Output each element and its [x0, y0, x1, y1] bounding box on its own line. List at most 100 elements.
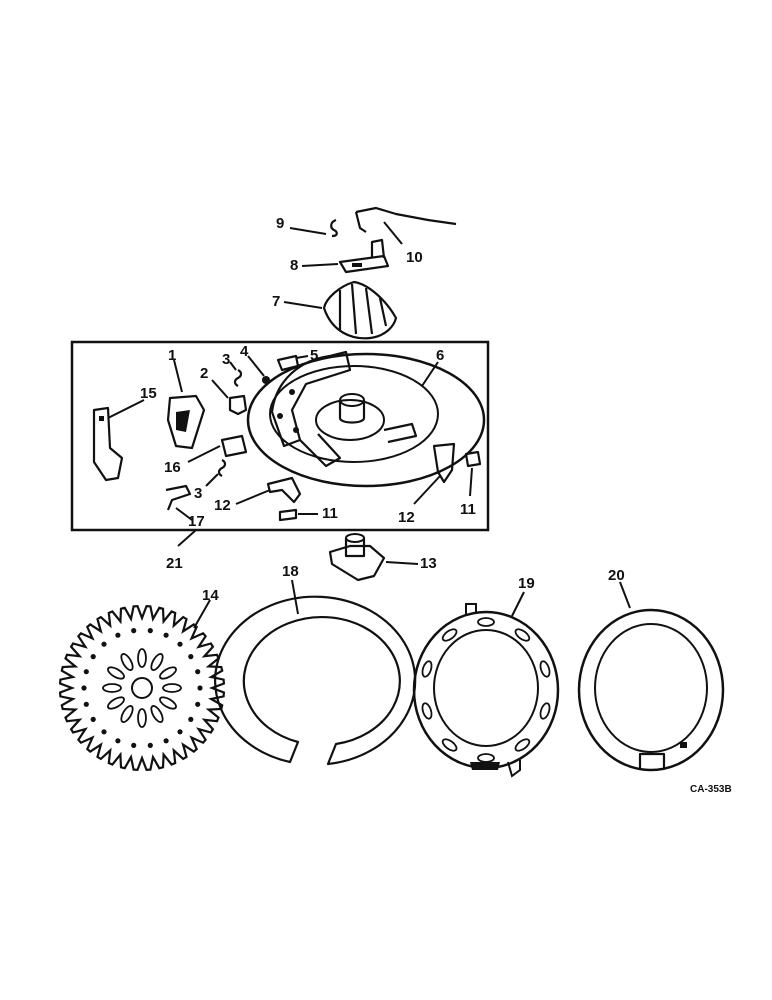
diagram-code: CA-353B: [690, 784, 732, 795]
callout-8: 8: [290, 257, 298, 274]
seed-plate-slot: [150, 653, 164, 671]
seed-plate-hole: [115, 738, 121, 744]
seed-plate-hole: [90, 716, 96, 723]
callout-6: 6: [436, 347, 444, 364]
seed-plate-hole: [147, 742, 153, 749]
part-3-lower: [217, 459, 227, 477]
seed-plate-slot: [107, 696, 125, 710]
part-13: [328, 544, 386, 582]
seed-plate-hole: [177, 729, 183, 735]
part-15-hole: [99, 416, 104, 421]
seed-plate-slot: [150, 705, 164, 723]
part-13-post-top: [345, 533, 365, 543]
part-3-upper: [233, 369, 243, 387]
part-1-shade: [176, 410, 190, 432]
part-6-disc: [246, 352, 486, 488]
part-19-ring: [412, 603, 560, 778]
seed-plate-hole: [83, 669, 89, 675]
seed-plate-hole: [131, 628, 137, 634]
callout-12-right: 12: [398, 509, 415, 526]
part-20-notch: [638, 752, 666, 769]
seed-plate-hole: [195, 669, 201, 675]
part-20-ring-inner: [594, 623, 708, 753]
slot-ring-slot: [514, 628, 531, 642]
part-6-hub-top: [339, 393, 365, 407]
part-9-clip: [330, 218, 338, 238]
part-7-ribs: [338, 283, 388, 335]
part-6-hub-base: [315, 399, 385, 441]
part-18-ring: [214, 595, 417, 766]
callout-16: 16: [164, 459, 181, 476]
callout-3-upper: 3: [222, 351, 230, 368]
assembly-box-21: [70, 340, 490, 532]
slot-ring-top-tab: [465, 603, 477, 614]
slot-ring-slot: [441, 738, 458, 752]
seed-plate-slot: [120, 705, 134, 723]
seed-plate-slot: [137, 708, 147, 728]
part-6-dot-a: [289, 389, 295, 395]
seed-plate-hole: [83, 701, 89, 707]
seed-plate-hole: [163, 632, 169, 638]
part-6-inner-ring: [269, 365, 439, 463]
part-8-bracket: [338, 254, 390, 274]
seed-plate-hole: [90, 654, 96, 660]
callout-13: 13: [420, 555, 437, 572]
part-12-left: [266, 476, 302, 504]
seed-plate-hole: [131, 742, 137, 749]
slot-ring-slot: [421, 702, 433, 720]
callout-7: 7: [272, 293, 280, 310]
seed-plate-hole: [188, 654, 194, 660]
part-17: [165, 484, 192, 511]
leader-lines: [107, 221, 631, 629]
slot-ring-slot: [539, 660, 551, 678]
part-15: [92, 406, 124, 482]
callout-9: 9: [276, 215, 284, 232]
part-6-dot-c: [293, 427, 299, 433]
part-16: [220, 434, 248, 458]
seed-plate-hole: [115, 632, 121, 638]
slot-ring-slot: [514, 738, 531, 752]
slot-ring-slot: [441, 628, 458, 642]
callout-2: 2: [200, 365, 208, 382]
callout-12-left: 12: [214, 497, 231, 514]
callout-20: 20: [608, 567, 625, 584]
callout-11-right: 11: [460, 501, 476, 518]
part-13-post: [344, 538, 366, 558]
part-10-rod-end: [354, 211, 367, 233]
part-5: [276, 354, 300, 372]
seed-plate-teeth: [58, 604, 226, 772]
seed-plate-slot: [102, 683, 122, 693]
seed-plate-hole: [81, 685, 87, 691]
slot-ring-inner: [433, 629, 539, 747]
slot-ring-outer: [412, 610, 560, 770]
callout-17: 17: [188, 513, 205, 530]
callout-4: 4: [240, 343, 249, 360]
callout-10: 10: [406, 249, 423, 266]
slot-ring-bottom-tab: [507, 760, 521, 778]
part-8-slot: [352, 263, 362, 267]
seed-plate-slot: [159, 666, 177, 680]
seed-plate-hole: [101, 641, 107, 647]
seed-plate-slot: [137, 648, 147, 668]
slot-ring-slot: [421, 660, 433, 678]
callout-3-lower: 3: [194, 485, 202, 502]
callout-21: 21: [166, 555, 183, 572]
callout-14: 14: [202, 587, 219, 604]
callout-18: 18: [282, 563, 299, 580]
seed-plate-hole: [147, 628, 153, 634]
seed-plate-hole: [177, 641, 183, 647]
part-6-mechanism: [270, 350, 352, 448]
part-12-right: [432, 442, 456, 484]
part-7-cone: [322, 280, 398, 340]
slot-ring-slot: [477, 617, 495, 627]
part-2: [228, 394, 248, 416]
seed-plate-hole: [197, 685, 203, 691]
callout-15: 15: [140, 385, 157, 402]
part-1: [166, 394, 206, 450]
seed-plate-slot: [120, 653, 134, 671]
part-6-hub: [338, 400, 366, 424]
callout-19: 19: [518, 575, 535, 592]
part-8-bracket-tab: [370, 238, 386, 259]
slot-ring-bottom-slot: [470, 762, 500, 770]
